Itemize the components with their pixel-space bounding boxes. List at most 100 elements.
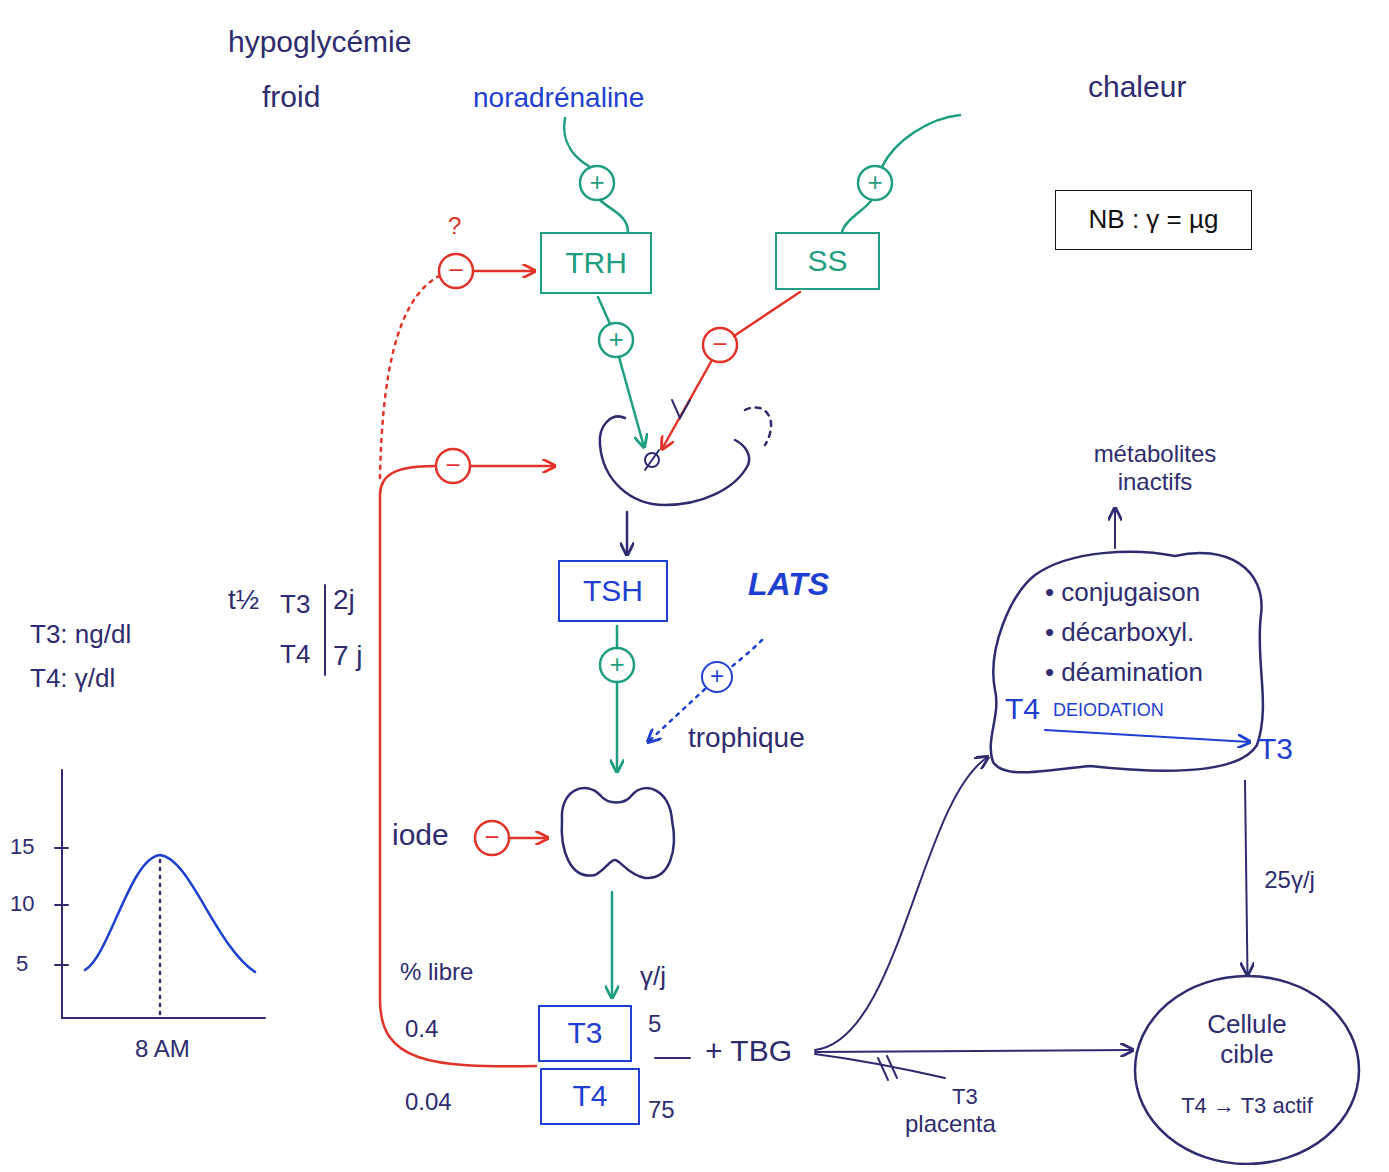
inhibition-arrow xyxy=(509,837,548,840)
box-label: TSH xyxy=(583,574,643,609)
annotation-label: hypoglycémie xyxy=(228,25,411,60)
annotation-label: iode xyxy=(392,818,449,853)
annotation-label: 15 xyxy=(10,834,34,859)
annotation-label: 0.04 xyxy=(405,1088,452,1116)
region-label: DEIODATION xyxy=(1053,700,1164,721)
box-label: TRH xyxy=(565,246,627,281)
liver-region: • conjugaison• décarboxyl.• déaminationT… xyxy=(975,540,1275,780)
annotation-label: LATS xyxy=(748,566,829,603)
stimulus-line xyxy=(882,115,960,167)
sign-label: − xyxy=(445,452,460,478)
sign-label: + xyxy=(608,326,623,352)
stimulus-line xyxy=(564,118,590,167)
annotation-label: noradrénaline xyxy=(473,82,644,114)
target-cell: Cellule cible T4 → T3 actif xyxy=(1130,965,1365,1165)
inhibition-arrow xyxy=(662,360,712,449)
region-label: Cellule cible xyxy=(1177,1010,1317,1070)
table-rule xyxy=(324,585,326,675)
blocked-mark xyxy=(878,1056,897,1080)
chart-axis xyxy=(62,770,265,1018)
sign-circle xyxy=(580,166,614,200)
annotation-label: T4: γ/dl xyxy=(30,664,115,694)
box-label: T3 xyxy=(567,1016,602,1051)
annotation-label: 10 xyxy=(10,891,34,916)
edge-label: 25γ/j xyxy=(1264,866,1315,894)
note-box: NB : γ = µg xyxy=(1055,190,1252,250)
stimulus-line xyxy=(598,297,610,324)
annotation-label: 0.4 xyxy=(405,1015,438,1043)
annotation-label: froid xyxy=(262,80,320,115)
pituitary-outline xyxy=(600,417,749,505)
annotation-label: γ/j xyxy=(640,962,666,992)
box-label: NB : γ = µg xyxy=(1089,205,1219,235)
transport-arrow xyxy=(815,1050,1133,1052)
annotation-label: T3 xyxy=(952,1084,978,1109)
annotation-label: 7 j xyxy=(333,640,363,672)
chart-curve xyxy=(85,855,255,972)
annotation-label: 2j xyxy=(333,584,355,616)
hormone-box: T3 xyxy=(538,1005,632,1062)
hormone-box: T4 xyxy=(540,1068,640,1125)
stimulus-arrow xyxy=(619,357,644,447)
sign-label: + xyxy=(589,169,604,195)
tick-mark xyxy=(672,400,690,418)
hormone-box: SS xyxy=(775,232,880,290)
feedback-line xyxy=(380,466,536,1066)
annotation-label: 8 AM xyxy=(135,1035,190,1063)
annotation-label: t½ xyxy=(228,584,259,616)
region-label: • déamination xyxy=(1045,658,1203,688)
placenta-line xyxy=(815,1054,945,1078)
sign-label: − xyxy=(484,824,499,850)
sign-circle xyxy=(599,323,633,357)
annotation-label: métabolites inactifs xyxy=(1070,440,1240,495)
sign-circle xyxy=(439,254,473,288)
transport-arrow xyxy=(815,757,988,1050)
pituitary-stalk xyxy=(745,407,771,445)
cell-outline xyxy=(1135,976,1359,1164)
sign-circle xyxy=(703,328,737,362)
region-label: • conjugaison xyxy=(1045,578,1200,608)
annotation-label: T3 xyxy=(1258,732,1293,767)
dash-mark xyxy=(655,1057,690,1059)
annotation-label: trophique xyxy=(688,722,805,754)
sign-circle xyxy=(702,662,732,692)
sign-label: + xyxy=(609,651,624,677)
sign-circle xyxy=(475,821,509,855)
feedback-line xyxy=(380,276,439,478)
region-label: T4 → T3 actif xyxy=(1147,1093,1347,1118)
feedback-arrow xyxy=(473,270,535,273)
chart-tick xyxy=(55,848,68,965)
box-label: SS xyxy=(807,244,847,279)
stimulus-arrow xyxy=(616,682,619,772)
annotation-label: T3 xyxy=(280,590,310,620)
annotation-label: 5 xyxy=(16,951,28,976)
thyroid-outline xyxy=(562,788,674,878)
stimulus-line xyxy=(842,200,872,232)
liver-outline xyxy=(991,552,1263,773)
annotation-label: chaleur xyxy=(1088,70,1186,105)
sign-circle xyxy=(858,166,892,200)
inhibition-line xyxy=(734,292,800,336)
cell-symbol xyxy=(645,450,659,470)
lats-line xyxy=(730,640,762,668)
sign-label: − xyxy=(712,331,727,357)
annotation-label: 5 xyxy=(648,1010,661,1038)
secretion-arrow xyxy=(611,892,614,998)
annotation-label: % libre xyxy=(400,958,473,986)
sign-circle xyxy=(600,648,634,682)
metabolite-arrow xyxy=(1114,508,1116,548)
sign-label: + xyxy=(867,169,882,195)
box-label: T4 xyxy=(572,1079,607,1114)
flow-arrow xyxy=(1245,780,1248,975)
region-label: T4 xyxy=(1005,692,1040,727)
secretion-arrow xyxy=(626,512,629,555)
annotation-label: placenta xyxy=(905,1110,996,1138)
annotation-label: ? xyxy=(448,212,461,240)
feedback-arrow xyxy=(470,465,555,468)
annotation-label: 75 xyxy=(648,1096,675,1124)
hormone-box: TRH xyxy=(540,232,652,294)
annotation-label: T4 xyxy=(280,640,310,670)
hormone-box: TSH xyxy=(558,560,668,622)
sign-label: + xyxy=(710,664,724,688)
